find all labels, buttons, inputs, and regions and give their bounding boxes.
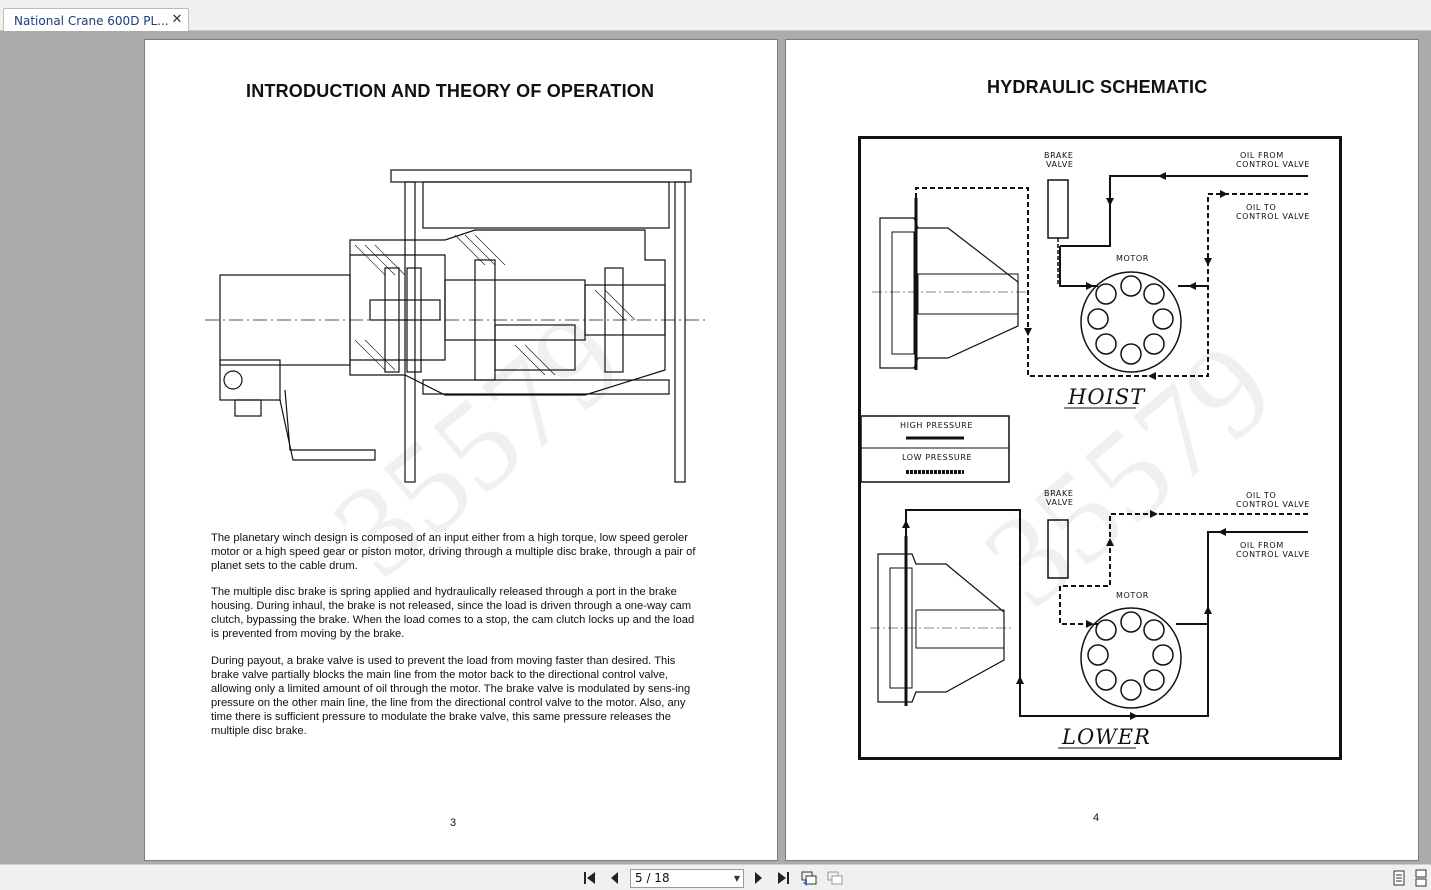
page-number-select[interactable]: 5 / 18 ▼ [630,869,744,888]
hoist-oil-from-label-2: CONTROL VALVE [1236,160,1310,169]
lower-oil-from-label-1: OIL FROM [1240,541,1284,550]
page-indicator: 5 / 18 [635,871,670,885]
hoist-brake-valve-label-2: VALVE [1046,160,1074,169]
page-number: 3 [450,817,457,829]
hoist-oil-to-label-1: OIL TO [1246,203,1276,212]
page-title: INTRODUCTION AND THEORY OF OPERATION [246,81,655,101]
previous-page-icon[interactable] [606,869,624,887]
page-number: 4 [1093,812,1100,824]
page-title: HYDRAULIC SCHEMATIC [987,77,1208,97]
tab-title: National Crane 600D PL... [14,14,169,28]
tab-bar: National Crane 600D PL... ✕ [0,0,1431,32]
page-4: 35579 HYDRAULIC SCHEMATIC [785,39,1419,861]
continuous-view-icon[interactable] [1412,869,1430,887]
document-viewer[interactable]: 35579 INTRODUCTION AND THEORY OF OPERATI… [0,31,1431,864]
paragraph-1: The planetary winch design is composed o… [211,532,696,572]
hoist-brake-valve-label-1: BRAKE [1044,151,1074,160]
lower-mode-label: LOWER [1061,725,1151,749]
winch-cross-section-drawing [205,169,705,483]
document-tab[interactable]: National Crane 600D PL... ✕ [3,8,189,32]
go-forward-icon[interactable] [826,869,844,887]
hoist-motor-label: MOTOR [1116,254,1149,263]
first-page-icon[interactable] [581,869,599,887]
hoist-oil-to-label-2: CONTROL VALVE [1236,212,1310,221]
paragraph-3: During payout, a brake valve is used to … [211,655,691,737]
legend-high-pressure-label: HIGH PRESSURE [900,421,973,430]
lower-oil-to-label-1: OIL TO [1246,491,1276,500]
go-back-icon[interactable] [800,869,818,887]
paragraph-2: The multiple disc brake is spring applie… [211,586,695,640]
lower-brake-valve-label-1: BRAKE [1044,489,1074,498]
navigation-toolbar: 5 / 18 ▼ [0,864,1431,890]
lower-brake-valve-label-2: VALVE [1046,498,1074,507]
hydraulic-schematic-diagram: BRAKE VALVE OIL FROM CONTROL VALVE OIL T… [858,136,1342,760]
lower-oil-to-label-2: CONTROL VALVE [1236,500,1310,509]
legend-low-pressure-label: LOW PRESSURE [902,453,972,462]
single-page-view-icon[interactable] [1390,869,1408,887]
chevron-down-icon: ▼ [733,874,740,883]
hoist-oil-from-label-1: OIL FROM [1240,151,1284,160]
lower-oil-from-label-2: CONTROL VALVE [1236,550,1310,559]
hoist-mode-label: HOIST [1067,385,1146,409]
next-page-icon[interactable] [749,869,767,887]
lower-motor-label: MOTOR [1116,591,1149,600]
close-icon[interactable]: ✕ [171,12,183,27]
last-page-icon[interactable] [774,869,792,887]
page-3: 35579 INTRODUCTION AND THEORY OF OPERATI… [144,39,778,861]
